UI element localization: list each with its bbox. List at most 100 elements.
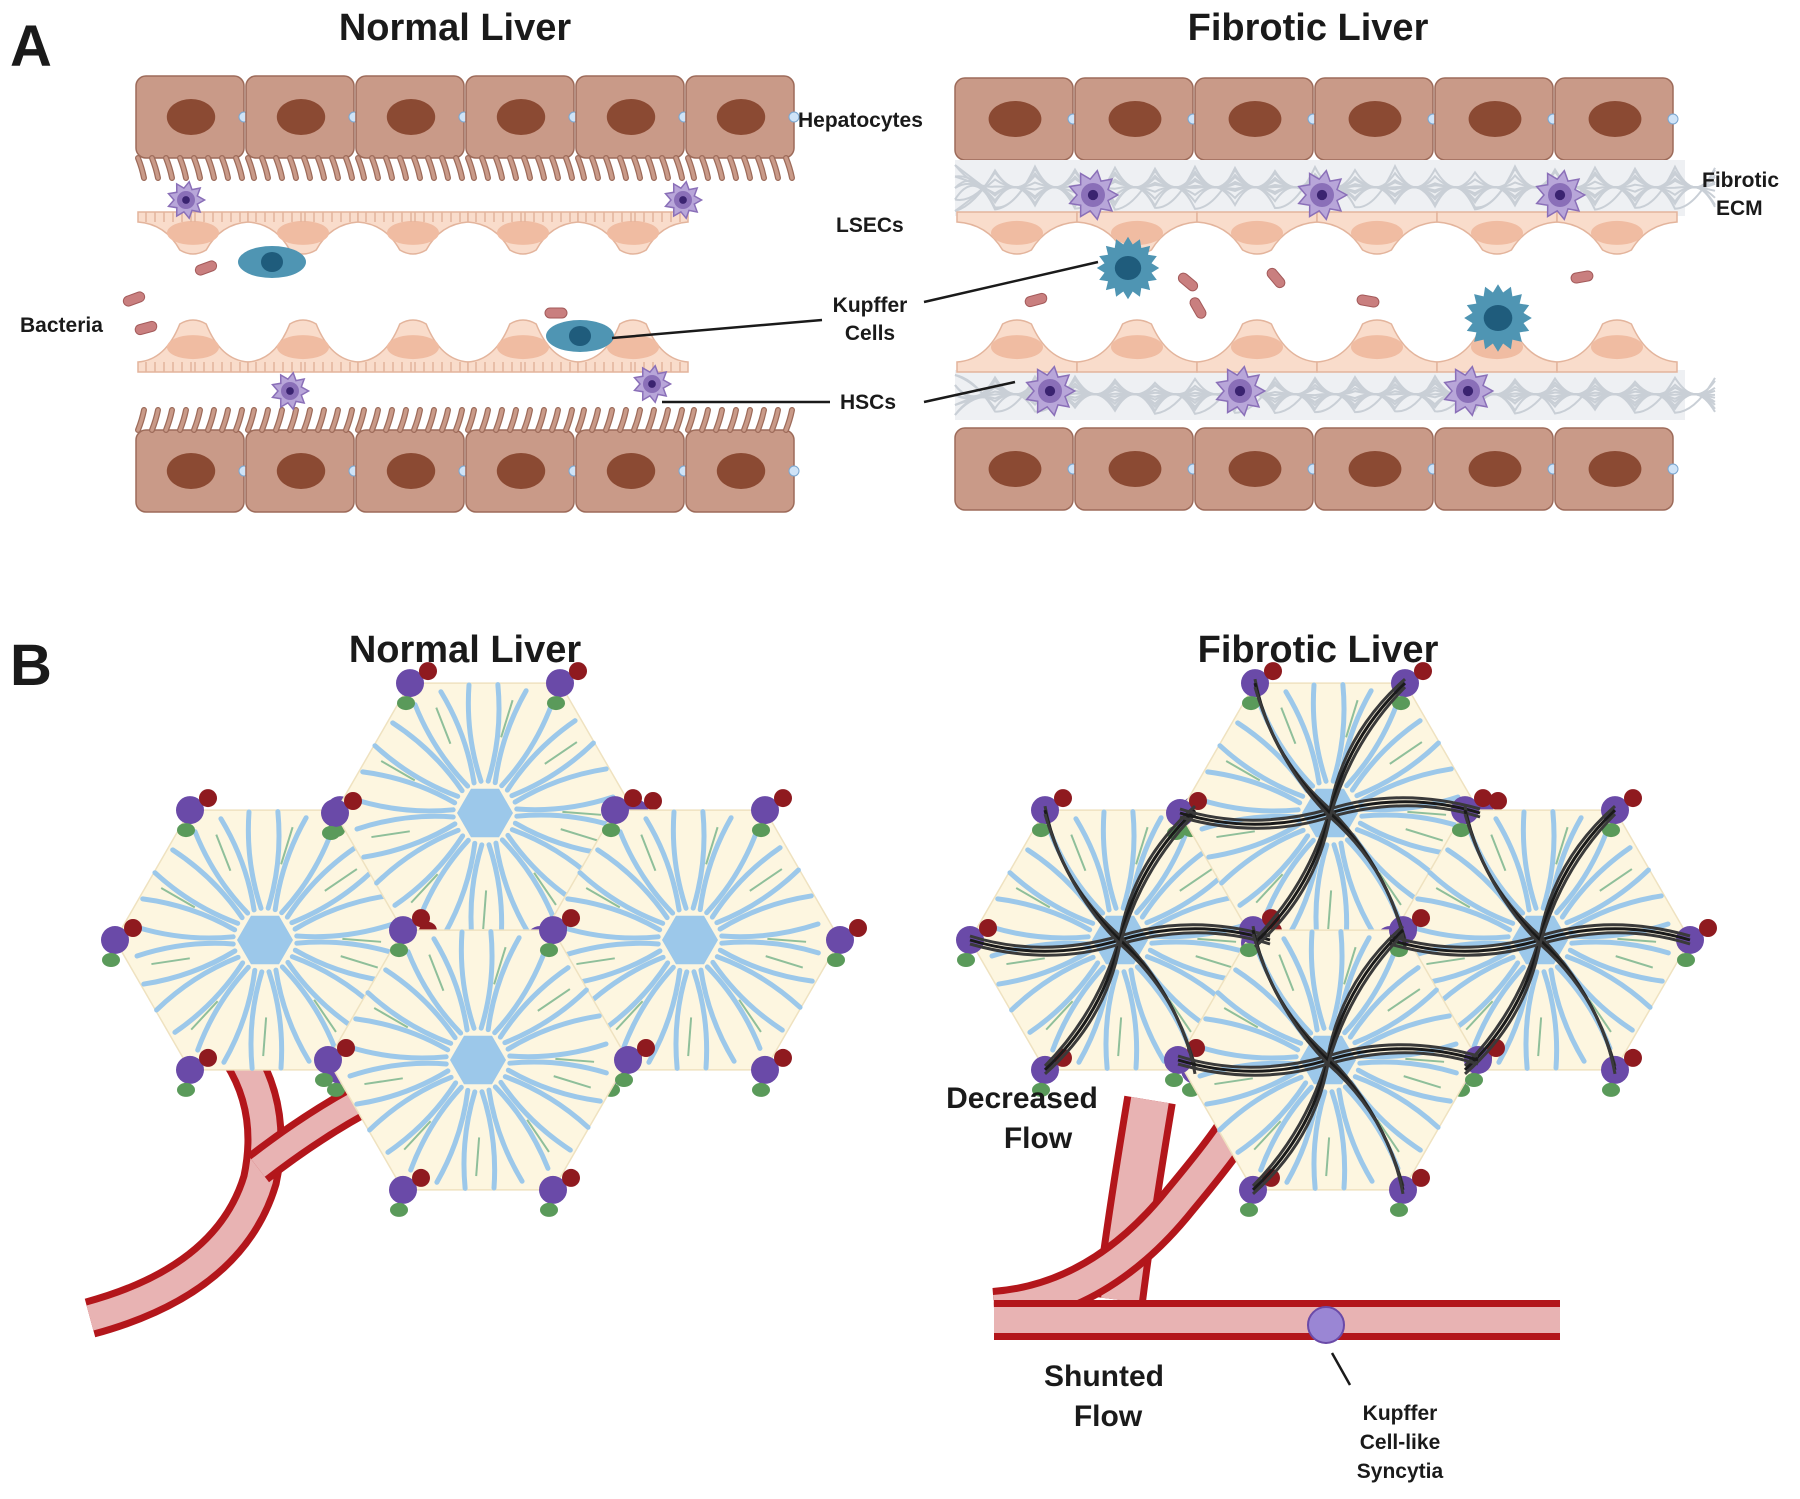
bile-ductule <box>1392 696 1410 711</box>
bile-ductule <box>177 823 195 838</box>
microvillus-fill <box>398 408 408 432</box>
bile-duct <box>1117 1017 1123 1057</box>
hepatocyte-nucleus <box>1348 100 1402 138</box>
sinusoid <box>1121 969 1140 1071</box>
portal-triad <box>546 662 587 711</box>
hepatocyte-nucleus <box>1468 450 1522 488</box>
sinusoid <box>1344 700 1400 789</box>
bile-duct <box>1376 1119 1400 1153</box>
sinusoid <box>1427 870 1516 926</box>
sinusoid <box>1009 954 1096 1013</box>
sinusoid <box>1027 960 1101 1035</box>
collagen-septum <box>1327 1047 1479 1062</box>
microvillus-fill <box>356 408 366 432</box>
bacterium-body <box>1570 270 1594 284</box>
sinusoid <box>1311 1089 1328 1191</box>
bile-duct <box>1588 999 1612 1033</box>
bacterium <box>194 260 218 276</box>
microvillus-fill <box>344 156 354 180</box>
sinusoid <box>595 847 670 921</box>
lsec-nucleus <box>991 220 1043 245</box>
microvillus-fill <box>480 156 490 180</box>
sinusoid <box>507 1041 609 1060</box>
hepatic-artery <box>337 1039 355 1057</box>
microvillus-fill <box>784 408 794 432</box>
microvillus-fill <box>770 156 780 180</box>
sinusoid <box>507 1059 609 1076</box>
sinusoid <box>353 1016 451 1053</box>
kupffer-nucleus <box>1483 305 1513 331</box>
sinusoid <box>617 829 676 916</box>
sinusoid <box>1281 936 1320 1033</box>
sinusoid <box>192 829 251 916</box>
hepatocyte-nucleus <box>1588 450 1642 488</box>
portal-triad <box>101 919 142 967</box>
hepatocyte-nucleus <box>1588 100 1642 138</box>
portal-triad <box>389 909 430 958</box>
hepatocyte <box>685 407 800 513</box>
microvillus-fill <box>674 156 684 180</box>
sinusoid <box>1352 1074 1441 1130</box>
collagen-septum <box>1463 813 1542 946</box>
collagen-septum <box>1326 929 1405 1061</box>
lsec-cell <box>1316 211 1438 255</box>
collagen-septum <box>1328 677 1406 810</box>
portal-vein <box>314 1046 342 1074</box>
sinusoid <box>361 821 458 860</box>
portal-triad <box>751 1048 792 1097</box>
sinusoid <box>1134 827 1190 916</box>
hepatocyte <box>355 75 470 181</box>
microvillus-fill <box>742 408 752 432</box>
lsec-cell <box>137 319 249 373</box>
microvillus-fill <box>136 408 146 432</box>
sinusoid <box>1520 809 1539 911</box>
microvillus-fill <box>576 408 586 432</box>
bile-ductule <box>540 1202 558 1217</box>
microvillus-fill <box>384 156 394 180</box>
sinusoid <box>367 1074 454 1133</box>
sinusoid <box>273 967 312 1064</box>
sinusoid <box>140 896 238 933</box>
collagen-septum <box>1539 927 1691 942</box>
sinusoid <box>1308 929 1327 1031</box>
sinusoid <box>504 718 578 793</box>
hsc-nucleus <box>1462 385 1474 397</box>
sinusoid <box>1564 954 1653 1010</box>
collagen-septum <box>1389 934 1541 949</box>
bacterium-body <box>1177 272 1199 292</box>
lsec-cell <box>137 211 249 255</box>
sinusoid <box>719 921 821 940</box>
normal-liver-lobules <box>84 662 867 1338</box>
sinusoid <box>292 893 389 932</box>
hepatocyte <box>1554 77 1679 161</box>
bile-duct <box>1325 1137 1331 1177</box>
central-vein <box>237 915 293 965</box>
bile-canaliculus <box>1667 113 1679 125</box>
bile-duct <box>364 1077 403 1086</box>
sinusoid <box>1219 827 1306 886</box>
bile-duct <box>1179 868 1213 892</box>
microvillus-fill <box>742 156 752 180</box>
bile-duct <box>1327 890 1333 930</box>
shunted-flow-label-line2: Flow <box>1074 1400 1143 1433</box>
fibrous-septa <box>969 804 1271 1076</box>
portal-vein <box>751 1055 779 1084</box>
sinusoid <box>218 816 257 913</box>
hsc-nucleus <box>679 196 687 204</box>
hepatocyte <box>135 407 250 513</box>
bacteria-label: Bacteria <box>20 314 103 337</box>
kupffer-label-line1: Kupffer <box>833 294 908 317</box>
lsec-nucleus <box>277 220 329 245</box>
microvillus-fill <box>426 156 436 180</box>
lsecs-label: LSECs <box>836 214 904 237</box>
bile-ductule <box>390 1202 408 1217</box>
sinusoid <box>1470 964 1526 1053</box>
bile-duct <box>371 830 410 839</box>
hsc-cell <box>1068 169 1120 221</box>
sinusoid <box>294 939 396 956</box>
microvillus-fill <box>260 408 270 432</box>
bile-duct <box>553 1075 592 1089</box>
sinusoid <box>1342 947 1398 1036</box>
hepatocyte-nucleus <box>716 98 766 136</box>
